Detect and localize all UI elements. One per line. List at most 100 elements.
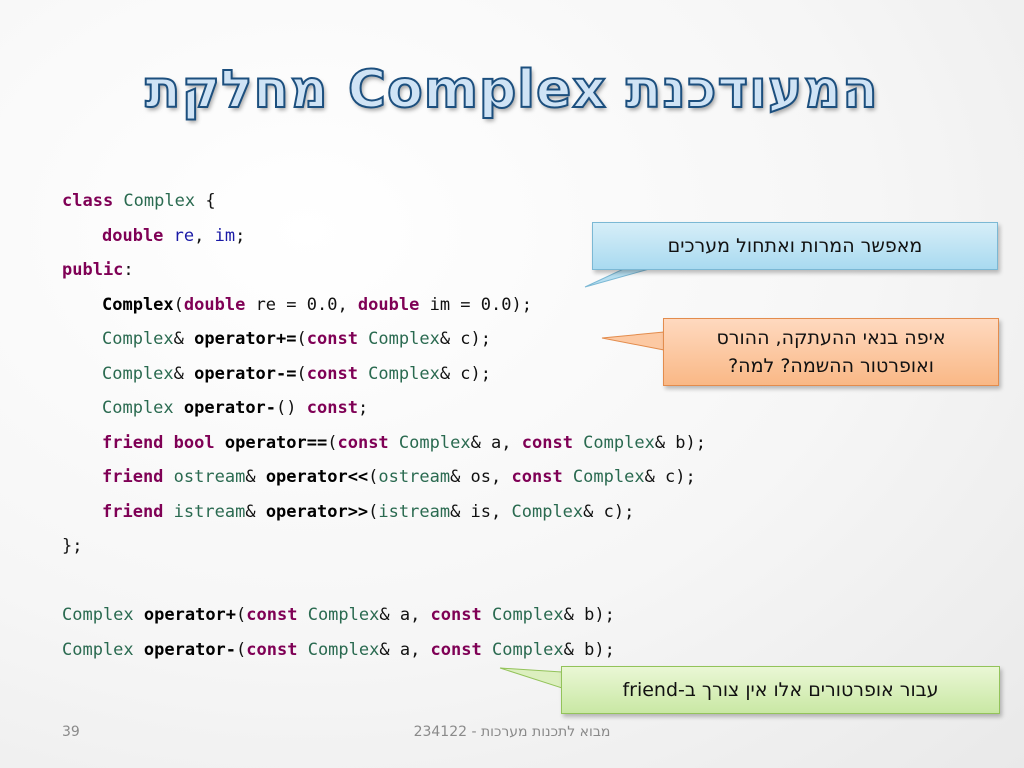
code-type: Complex — [481, 605, 564, 625]
code-text: & c); — [583, 501, 635, 522]
code-keyword: const — [521, 432, 573, 453]
conversions-callout: מאפשר המרות ואתחול מערכים — [592, 222, 998, 270]
code-text: & b); — [654, 432, 707, 453]
code-keyword: friend — [102, 501, 164, 522]
code-line: Complex(double re = 0.0, double im = 0.0… — [62, 288, 706, 323]
code-keyword: double — [102, 225, 164, 246]
code-function: operator- — [143, 639, 237, 660]
course-footer: מבוא לתכנות מערכות - 234122 — [413, 724, 611, 740]
code-text: im = 0.0); — [419, 294, 532, 315]
code-keyword: const — [337, 432, 389, 453]
code-text: ( — [236, 639, 247, 660]
code-keyword: double — [183, 294, 246, 315]
code-type: Complex — [357, 329, 440, 349]
code-text: ( — [296, 363, 307, 384]
code-keyword: const — [306, 398, 358, 418]
copy-callout-line-1: איפה בנאי ההעתקה, ההורס — [716, 327, 946, 349]
code-type: Complex — [102, 329, 174, 349]
code-text: ( — [236, 605, 247, 625]
code-line: double re, im; — [62, 219, 706, 254]
code-type: Complex — [102, 398, 174, 418]
code-function: operator<< — [265, 467, 369, 487]
friend-callout: עבור אופרטורים אלו אין צורך ב-friend — [561, 666, 1000, 714]
code-text: : — [123, 260, 134, 280]
code-keyword: public — [62, 260, 124, 280]
code-text: () — [276, 398, 307, 418]
code-text: & b); — [563, 639, 615, 660]
code-line: class Complex { — [62, 184, 706, 219]
code-text: & os, — [450, 467, 512, 487]
code-text: & c); — [644, 467, 696, 487]
code-type: Complex — [297, 639, 380, 660]
code-text: ( — [368, 467, 379, 487]
code-text: & — [245, 467, 266, 487]
code-line: Complex operator-() const; — [62, 391, 706, 426]
slide-number: 39 — [62, 724, 80, 740]
code-keyword: const — [430, 605, 482, 625]
code-text: & a, — [470, 432, 522, 453]
code-text: , — [194, 225, 215, 246]
code-line: }; — [62, 529, 706, 564]
code-line: Complex operator-(const Complex& a, cons… — [62, 633, 706, 668]
code-type: istream — [378, 501, 451, 522]
code-function: Complex — [102, 294, 174, 315]
code-keyword: class — [62, 191, 114, 211]
code-line: friend bool operator==(const Complex& a,… — [62, 426, 706, 461]
code-keyword: const — [430, 639, 482, 660]
code-text: }; — [62, 536, 83, 556]
code-type: Complex — [102, 363, 174, 384]
code-text: & — [245, 501, 266, 522]
code-text: & a, — [379, 639, 431, 660]
code-block: class Complex { double re, im; public: C… — [62, 184, 706, 667]
code-function: operator== — [224, 432, 328, 453]
code-function: operator+= — [194, 329, 297, 349]
code-keyword: const — [306, 329, 358, 349]
friend-callout-pointer — [499, 667, 563, 689]
code-text: re = 0.0, — [245, 294, 358, 315]
code-type: Complex — [388, 432, 471, 453]
code-keyword: bool — [173, 432, 215, 453]
code-text: & b); — [563, 605, 615, 625]
copy-callout-line-2: ואופרטור ההשמה? למה? — [728, 355, 934, 377]
code-keyword: const — [306, 363, 358, 384]
code-type: Complex — [62, 605, 134, 625]
code-type: Complex — [113, 191, 196, 211]
code-text: & c); — [439, 363, 492, 384]
code-function: operator>> — [265, 501, 369, 522]
code-type: ostream — [173, 467, 246, 487]
copy-constructor-callout: איפה בנאי ההעתקה, ההורס ואופרטור ההשמה? … — [663, 318, 999, 386]
code-line: Complex& operator+=(const Complex& c); — [62, 322, 706, 357]
code-function: operator-= — [194, 363, 297, 384]
code-text: ( — [368, 501, 379, 522]
code-function: operator+ — [143, 605, 237, 625]
code-type: Complex — [62, 639, 134, 660]
code-type: ostream — [378, 467, 451, 487]
code-type: istream — [173, 501, 246, 522]
code-text: ( — [327, 432, 338, 453]
code-text: & — [173, 329, 195, 349]
code-field: re — [163, 225, 195, 246]
code-text: & is, — [450, 501, 512, 522]
code-line: friend ostream& operator<<(ostream& os, … — [62, 460, 706, 495]
code-keyword: double — [357, 294, 420, 315]
code-text: ( — [296, 329, 307, 349]
code-keyword: const — [511, 467, 563, 487]
code-type: Complex — [297, 605, 380, 625]
slide-title: מחלקת Complex המעודכנת — [144, 59, 879, 121]
code-type: Complex — [572, 432, 655, 453]
code-text: ; — [357, 398, 369, 418]
code-keyword: const — [246, 639, 298, 660]
code-type: Complex — [511, 501, 584, 522]
code-text: & a, — [379, 605, 431, 625]
code-field: im — [214, 225, 236, 246]
code-line: friend istream& operator>>(istream& is, … — [62, 495, 706, 530]
code-text: ; — [235, 225, 246, 246]
code-keyword: friend — [102, 467, 164, 487]
code-line: public: — [62, 253, 706, 288]
code-text: ( — [173, 294, 184, 315]
code-type: Complex — [357, 363, 440, 384]
code-keyword: const — [246, 605, 298, 625]
code-type: Complex — [481, 639, 564, 660]
code-text: & c); — [439, 329, 492, 349]
